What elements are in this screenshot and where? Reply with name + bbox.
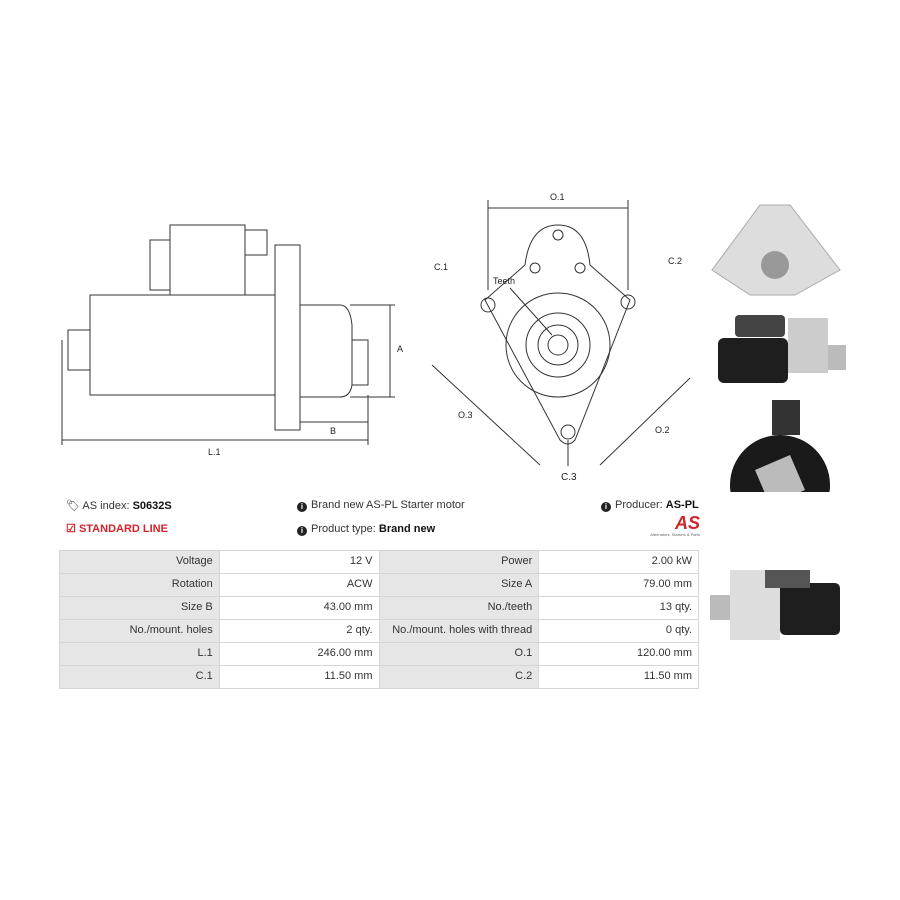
product-photo-rear <box>730 400 830 492</box>
spec-label: O.1 <box>378 642 540 666</box>
spec-value: 120.00 mm <box>538 642 699 666</box>
label-a: A <box>397 344 403 354</box>
spec-label: No./mount. holes with thread <box>378 619 540 643</box>
spec-value: 12 V <box>218 550 380 574</box>
spec-value: 79.00 mm <box>538 573 699 597</box>
label-c3: C.3 <box>561 472 577 483</box>
spec-value: 43.00 mm <box>218 596 380 620</box>
spec-label: No./mount. holes <box>59 619 220 643</box>
info-icon: i <box>297 502 307 512</box>
checkbox-icon: ☑ <box>66 523 76 535</box>
tag-icon: 🏷 <box>66 500 80 512</box>
spec-label: Size B <box>59 596 220 620</box>
label-l1: L.1 <box>208 447 221 457</box>
spec-value: 11.50 mm <box>538 665 699 689</box>
label-o2: O.2 <box>655 425 670 435</box>
spec-label: C.2 <box>378 665 540 689</box>
standard-line: ☑ STANDARD LINE <box>66 523 168 535</box>
label-o3: O.3 <box>458 410 473 420</box>
front-view-drawing <box>431 200 691 466</box>
technical-drawings: L.1 B A O.1 C.1 C.2 C.3 O.3 O.2 Teeth <box>61 192 846 492</box>
spec-label: Size A <box>378 573 540 597</box>
label-c2: C.2 <box>668 256 682 266</box>
spec-value: 0 qty. <box>538 619 699 643</box>
spec-label: Power <box>378 550 540 574</box>
spec-label: No./teeth <box>378 596 540 620</box>
spec-label: L.1 <box>59 642 220 666</box>
label-o1: O.1 <box>550 192 565 202</box>
info-icon: i <box>601 502 611 512</box>
spec-label: Voltage <box>59 550 220 574</box>
label-c1: C.1 <box>434 262 448 272</box>
info-icon: i <box>297 526 307 536</box>
as-index-value: S0632S <box>132 500 172 512</box>
product-photo-side <box>718 315 846 383</box>
product-photo-side-2 <box>710 570 840 640</box>
as-index: 🏷 AS index: S0632S <box>66 500 172 512</box>
spec-value: 13 qty. <box>538 596 699 620</box>
spec-value: 2.00 kW <box>538 550 699 574</box>
spec-label: C.1 <box>59 665 220 689</box>
spec-value: 246.00 mm <box>218 642 380 666</box>
spec-value: 11.50 mm <box>218 665 380 689</box>
label-teeth: Teeth <box>493 276 515 286</box>
side-view-drawing <box>61 224 395 445</box>
spec-value: 2 qty. <box>218 619 380 643</box>
spec-value: ACW <box>218 573 380 597</box>
product-photo-front <box>711 204 841 296</box>
label-b: B <box>330 426 336 436</box>
spec-label: Rotation <box>59 573 220 597</box>
as-pl-logo: AS Alternators, Starters & Parts <box>650 513 700 537</box>
